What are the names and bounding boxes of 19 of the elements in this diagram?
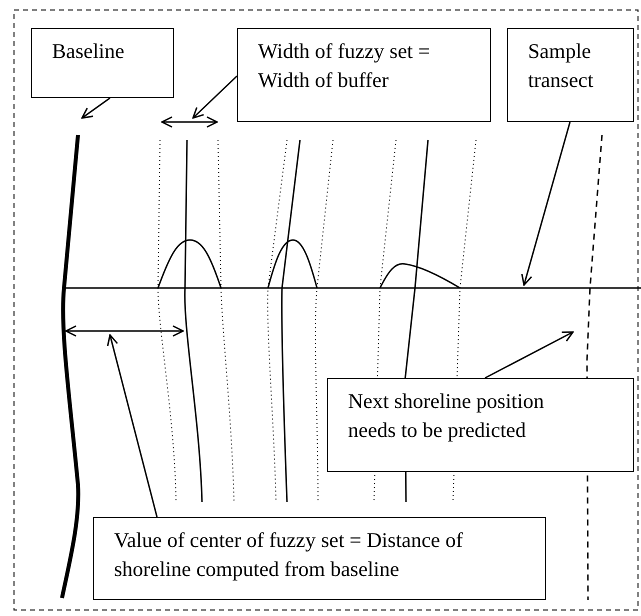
callout-box — [93, 517, 546, 600]
leader-arrow — [192, 75, 238, 119]
transect-line — [62, 287, 641, 289]
distance-dimension-arrow — [65, 325, 184, 337]
callout-text: Width of fuzzy set = Width of buffer — [258, 38, 431, 94]
leader-arrow — [81, 97, 110, 119]
leader-arrow — [106, 334, 158, 518]
width-dimension-arrow — [161, 116, 218, 128]
callout-box — [31, 28, 174, 98]
callout-text: Next shoreline position needs to be predicted — [348, 388, 545, 444]
callout-box — [327, 378, 634, 472]
callout-text: Baseline — [52, 38, 126, 65]
baseline-curve — [60, 134, 80, 598]
callout-box — [507, 28, 634, 122]
leader-arrow — [521, 122, 571, 286]
callout-box — [237, 28, 491, 122]
callout-text: Sample transect — [528, 38, 594, 94]
leader-arrow — [484, 331, 574, 379]
callout-text: Value of center of fuzzy set = Distance of shoreline computed from baseline — [114, 527, 464, 583]
